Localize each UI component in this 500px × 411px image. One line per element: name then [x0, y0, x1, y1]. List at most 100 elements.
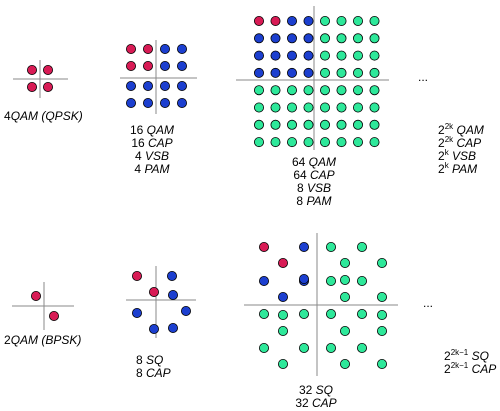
qam64-point — [286, 50, 297, 61]
qam64-point — [303, 67, 314, 78]
qam64-point — [253, 137, 264, 148]
qam64-point — [352, 67, 363, 78]
qam64-point — [270, 119, 281, 130]
qam4-point — [43, 65, 54, 76]
sq8-point — [167, 289, 178, 300]
qam64-point — [303, 33, 314, 44]
qam64-point — [286, 33, 297, 44]
qam64-point — [369, 50, 380, 61]
qam64-point — [352, 102, 363, 113]
sq32-point — [298, 241, 309, 252]
sq32-point — [277, 325, 288, 336]
label-4qam: 4QAM (QPSK) — [4, 109, 83, 123]
sq32-point — [339, 291, 350, 302]
qam16-point — [159, 98, 170, 109]
qam64-point — [303, 50, 314, 61]
qam64-point — [270, 15, 281, 26]
qam64-point — [336, 33, 347, 44]
sq32-point — [277, 291, 288, 302]
sq32-point — [376, 358, 387, 369]
sq32-point — [298, 342, 309, 353]
sq32-point — [356, 342, 367, 353]
qam64-point — [319, 119, 330, 130]
sq32-point — [258, 308, 269, 319]
qam64-point — [253, 50, 264, 61]
qam64-point — [319, 85, 330, 96]
sq8-point — [148, 286, 159, 297]
qam4-point — [26, 65, 37, 76]
qam64-point — [270, 102, 281, 113]
sq32-point — [339, 274, 350, 285]
qam16-point — [126, 98, 137, 109]
qam64-point — [286, 85, 297, 96]
qam64-point — [270, 33, 281, 44]
sq8-point — [166, 270, 177, 281]
qam16-point — [142, 44, 153, 55]
qam64-point — [286, 119, 297, 130]
qam64-point — [319, 15, 330, 26]
sq32-point — [298, 273, 309, 284]
qam64-point — [336, 15, 347, 26]
ellipsis-top: ... — [418, 70, 429, 84]
sq32-point — [325, 275, 336, 286]
qam64-point — [286, 15, 297, 26]
qam64-point — [319, 102, 330, 113]
qam64-point — [336, 50, 347, 61]
qam64-point — [352, 85, 363, 96]
qam16-point — [159, 44, 170, 55]
qam64-point — [319, 137, 330, 148]
qam64-point — [270, 137, 281, 148]
qam64-point — [303, 102, 314, 113]
qam64-point — [352, 137, 363, 148]
qam16-point — [142, 98, 153, 109]
qam64-point — [336, 102, 347, 113]
sq32-point — [376, 257, 387, 268]
qam64-point — [270, 67, 281, 78]
qam2-point — [30, 290, 41, 301]
qam64-point — [369, 15, 380, 26]
qam64-point — [352, 119, 363, 130]
qam16-point — [176, 61, 187, 72]
qam16-point — [126, 61, 137, 72]
sq32-point — [376, 291, 387, 302]
sq32-point — [277, 257, 288, 268]
qam64-point — [253, 33, 264, 44]
qam64-point — [270, 50, 281, 61]
qam64-point — [336, 67, 347, 78]
qam64-point — [352, 33, 363, 44]
qam64-point — [369, 67, 380, 78]
sq32-point — [356, 308, 367, 319]
qam16-point — [159, 61, 170, 72]
sq8-point — [148, 323, 159, 334]
qam64-point — [286, 102, 297, 113]
qam64-point — [336, 137, 347, 148]
qam64-point — [369, 85, 380, 96]
sq32-point — [376, 325, 387, 336]
qam16-point — [126, 44, 137, 55]
qam64-point — [369, 33, 380, 44]
qam64-point — [286, 67, 297, 78]
qam64-point — [352, 50, 363, 61]
qam64-point — [369, 119, 380, 130]
ellipsis-bottom: ... — [423, 296, 434, 310]
qam16-point — [176, 44, 187, 55]
sq32-point — [339, 257, 350, 268]
sq32-point — [376, 309, 387, 320]
qam64-point — [270, 85, 281, 96]
sq32-point — [325, 342, 336, 353]
qam64-point — [369, 102, 380, 113]
sq8-point — [131, 307, 142, 318]
qam2-point — [49, 310, 60, 321]
qam64-point — [319, 67, 330, 78]
qam16-point — [159, 81, 170, 92]
sq32-point — [258, 241, 269, 252]
qam16-point — [142, 81, 153, 92]
sq32-point — [298, 308, 309, 319]
qam64-point — [303, 15, 314, 26]
sq8-point — [180, 305, 191, 316]
qam64-point — [336, 85, 347, 96]
qam4-point — [43, 82, 54, 93]
